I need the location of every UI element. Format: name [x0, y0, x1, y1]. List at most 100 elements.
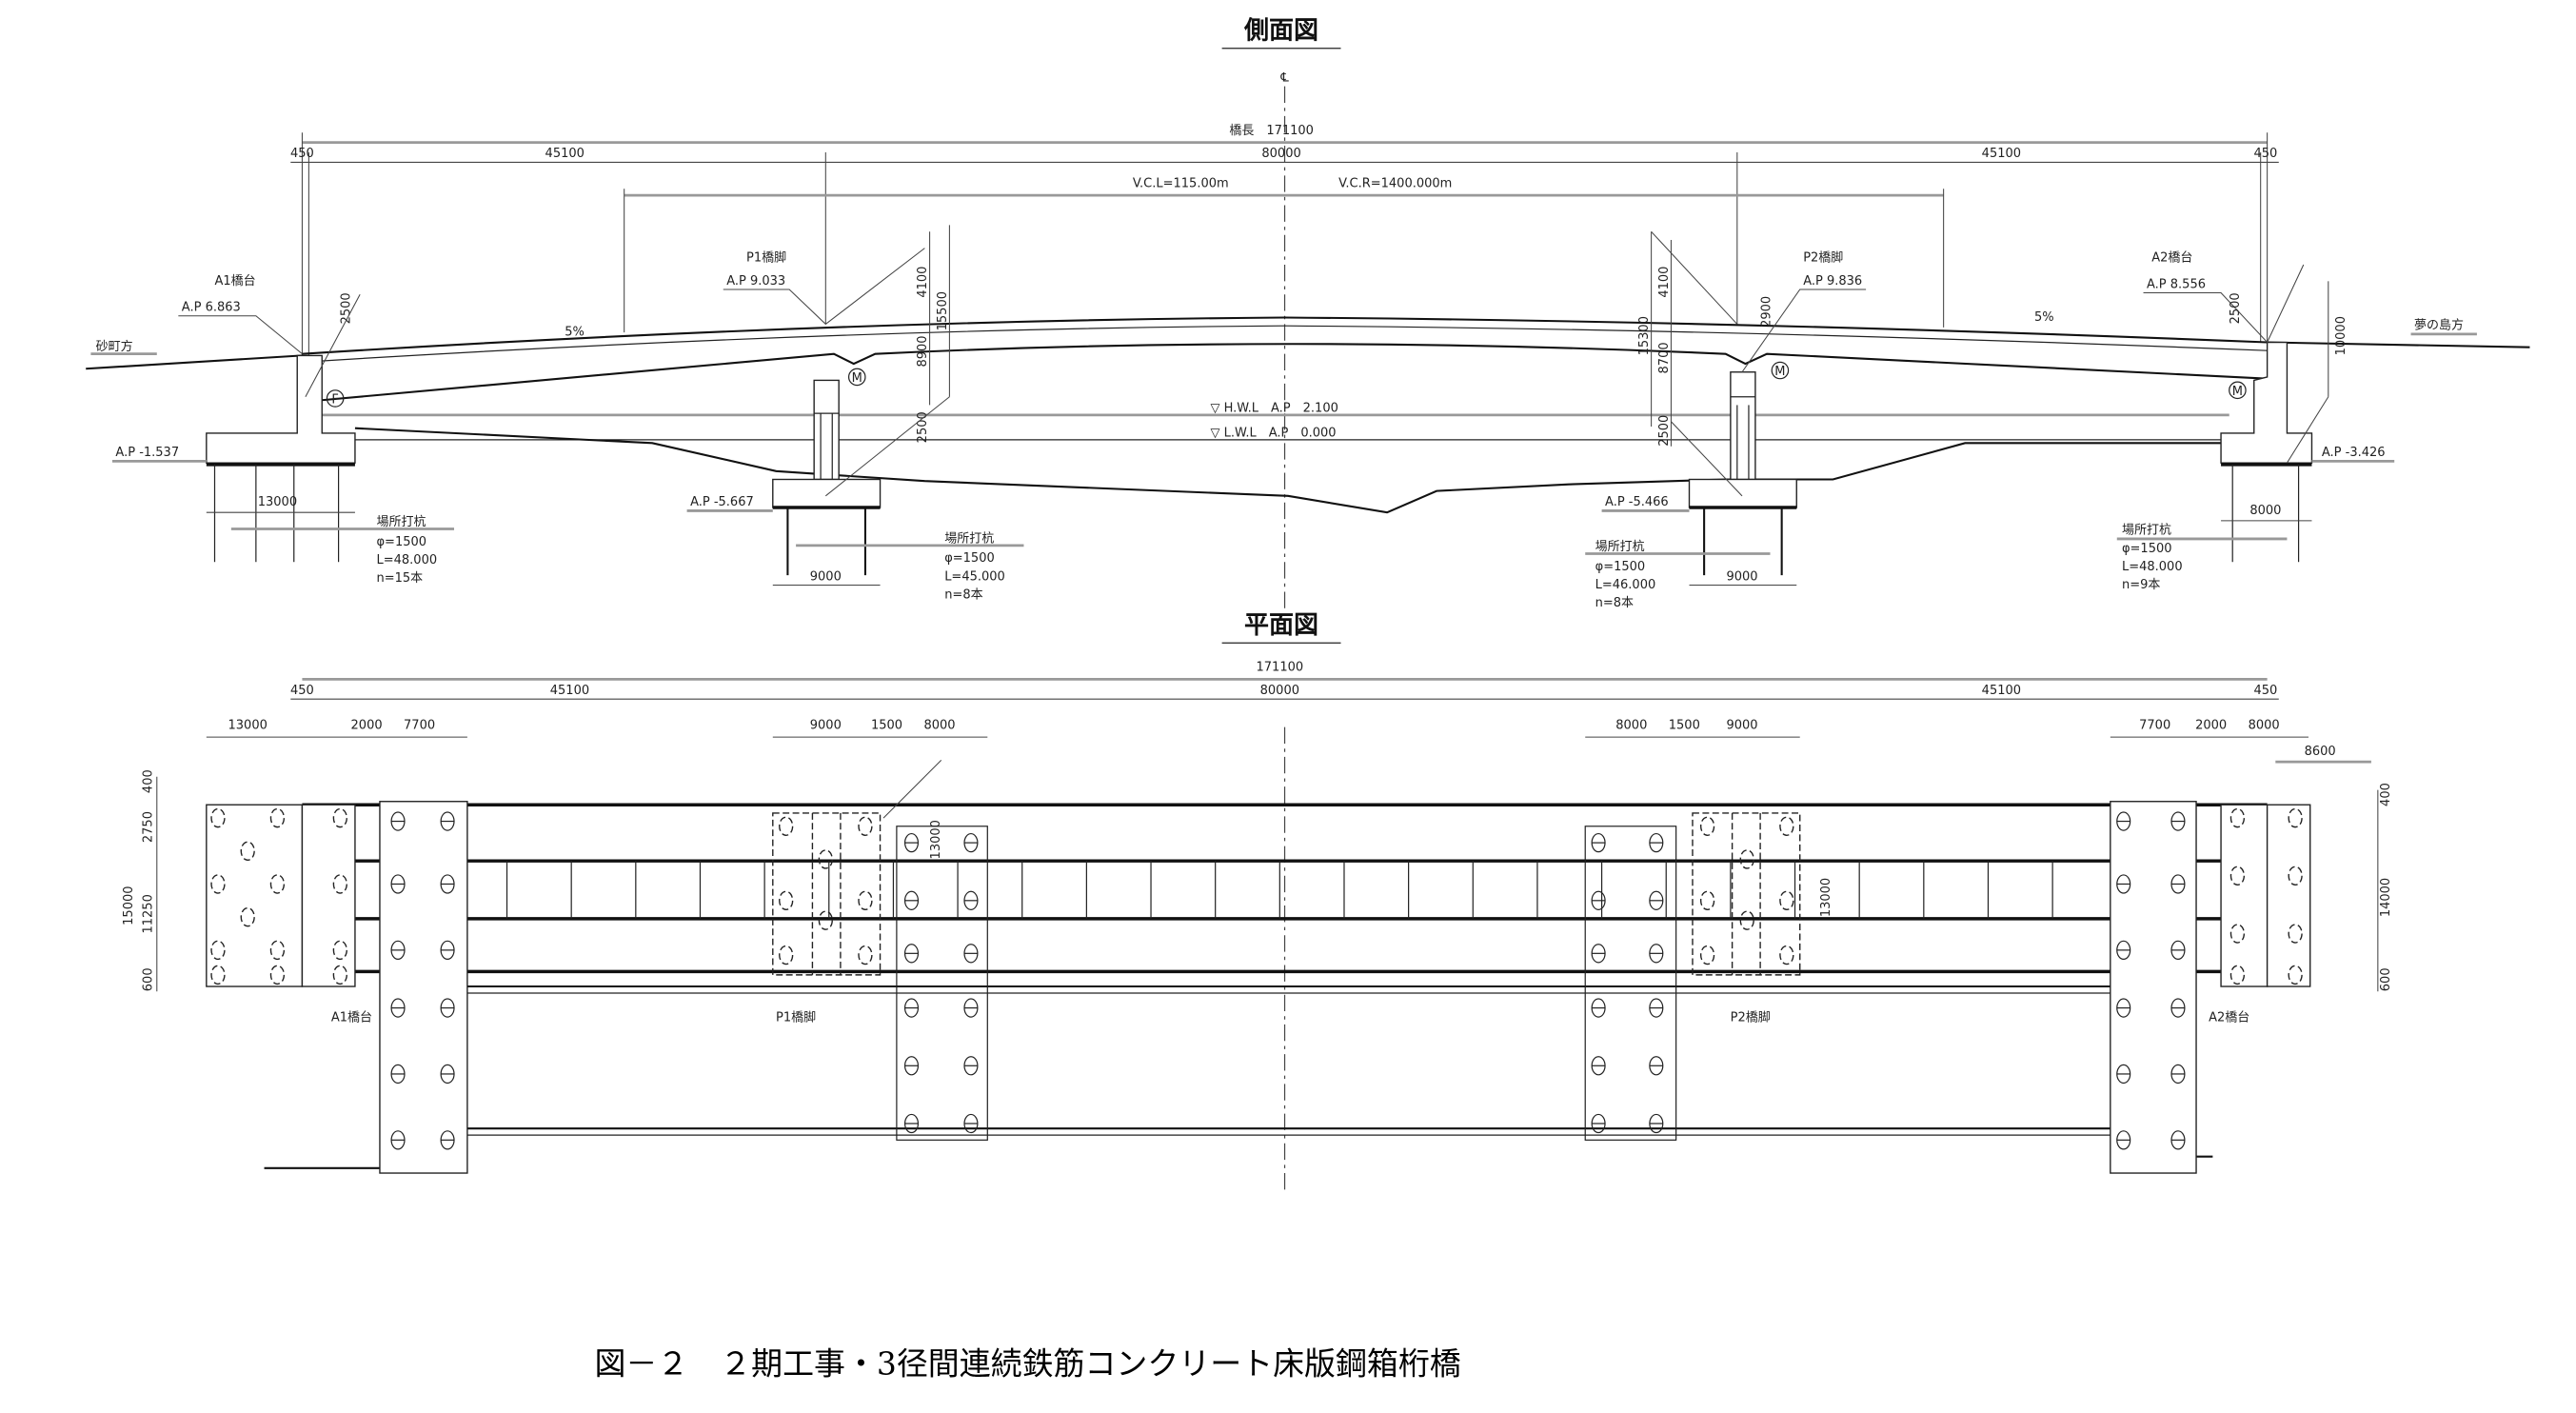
a2-abutment-plan [2266, 804, 2311, 987]
bolt-hole-icon [269, 940, 286, 961]
leader-line [2287, 396, 2329, 464]
a2-pile-length: L=48.000 [2122, 560, 2183, 574]
bolt-hole-icon [1699, 945, 1715, 965]
a1-plan-label: A1橋台 [331, 1010, 372, 1025]
p1-footing-plan [772, 812, 882, 976]
a2-dim: 2000 [2195, 718, 2227, 732]
bearing-movable-p1: M [847, 368, 866, 387]
span-label: 450 [2253, 147, 2277, 161]
a2-dim: 7700 [2139, 718, 2170, 732]
p2-pile-type: 場所打杭 [1595, 540, 1645, 554]
vc-length-label: V.C.L=115.00m [1133, 176, 1229, 190]
leader-line [305, 293, 361, 398]
p2-pile-count: n=8本 [1595, 596, 1634, 610]
bolt-hole-icon [2229, 807, 2246, 828]
p1-pier-width: 13000 [929, 820, 943, 859]
figure-caption: 図－２ ２期工事・3径間連続鉄筋コンクリート床版鋼箱桁橋 [594, 1345, 1460, 1383]
side-view-title: 側面図 [1243, 16, 1318, 45]
a2-footing-width: 8000 [2249, 504, 2281, 518]
a2-plan-label: A2橋台 [2209, 1010, 2249, 1025]
p2-dim: 2900 [1760, 296, 1774, 328]
a1-footing-plan [379, 801, 468, 1174]
a1-pile-dia: φ=1500 [376, 535, 426, 549]
bolt-hole-icon [210, 807, 226, 828]
p1-ap-bottom: A.P -5.667 [690, 495, 754, 509]
p1-dim: 2500 [916, 411, 930, 443]
right-vdim: 400 [2379, 783, 2393, 806]
plan-span-label: 450 [290, 684, 314, 698]
grade-left: 5% [565, 326, 585, 340]
bolt-hole-icon [1779, 945, 1794, 965]
bolt-hole-icon [269, 874, 286, 894]
span-label: 45100 [1982, 147, 2021, 161]
right-vdim: 14000 [2379, 878, 2393, 917]
bolt-hole-icon [210, 874, 226, 894]
plan-view: 平面図 171100 450 45100 80000 45100 450 130… [122, 611, 2393, 1193]
p1-footing-width: 9000 [810, 569, 842, 584]
bolt-hole-icon [2288, 924, 2303, 944]
p1-pile-count: n=8本 [944, 587, 982, 602]
a1-footing-width: 13000 [258, 495, 297, 509]
bearing-movable-p2: M [1771, 361, 1790, 380]
p2-dim: 8700 [1657, 342, 1672, 373]
a2-pile-type: 場所打杭 [2122, 524, 2171, 538]
plan-span-label: 45100 [1982, 684, 2021, 698]
bolt-hole-icon [2288, 965, 2303, 985]
a2-right-dim: 10000 [2334, 316, 2348, 355]
bolt-holes [210, 807, 2303, 1150]
bolt-hole-icon [332, 965, 347, 985]
p2-name: P2橋脚 [1803, 250, 1843, 266]
bolt-hole-icon [779, 890, 794, 911]
a2-dim: 8000 [2249, 718, 2280, 732]
girder-bottom [322, 343, 2268, 402]
bolt-hole-icon [332, 874, 347, 894]
bolt-hole-icon [1779, 890, 1794, 911]
a2-footing-plan [2110, 801, 2197, 1174]
p2-dim: 8000 [1615, 718, 1647, 732]
leader-line [1651, 230, 1738, 325]
p1-plate-plan [896, 826, 988, 1141]
a2-ap-bottom: A.P -3.426 [2322, 446, 2386, 460]
grade-right: 5% [2034, 310, 2054, 325]
riverbed-line [354, 427, 2222, 514]
plan-span-label: 450 [2253, 684, 2277, 698]
p2-ap-bottom: A.P -5.466 [1605, 495, 1669, 509]
a1-dim: 2000 [351, 718, 383, 732]
a1-parapet-plan [301, 804, 356, 987]
left-vdim: 15000 [122, 886, 136, 925]
a1-pile-count: n=15本 [376, 571, 423, 586]
p2-footing-plan [1692, 812, 1801, 976]
approach-road-right [2267, 341, 2530, 348]
a1-abutment [206, 354, 356, 563]
p1-plan-label: P1橋脚 [776, 1009, 816, 1025]
right-vdim: 600 [2379, 967, 2393, 991]
box-girders [264, 803, 2268, 1169]
bolt-hole-icon [1739, 849, 1754, 869]
a1-name: A1橋台 [215, 274, 256, 289]
vc-radius-label: V.C.R=1400.000m [1338, 176, 1452, 190]
p2-ap-top: A.P 9.836 [1803, 274, 1862, 289]
total-length-label: 橋長 171100 [1229, 124, 1314, 138]
p1-pier [772, 379, 882, 587]
approach-road-left [86, 354, 303, 370]
p2-plate-plan [1584, 826, 1677, 1141]
p2-dim: 15300 [1637, 316, 1652, 355]
a1-dim: 13000 [228, 718, 268, 732]
lwl-label: ▽ L.W.L A.P 0.000 [1210, 426, 1336, 440]
a2-height-dim: 2500 [2229, 292, 2243, 324]
a2-name: A2橋台 [2151, 251, 2192, 266]
bolt-hole-icon [1739, 910, 1754, 930]
a1-height-dim: 2500 [340, 292, 354, 324]
bolt-hole-icon [210, 940, 226, 961]
leader-line [178, 315, 303, 355]
hwl-label: ▽ H.W.L A.P 2.100 [1210, 401, 1338, 415]
bolt-hole-icon [269, 965, 286, 985]
bolt-hole-icon [1699, 890, 1715, 911]
a1-ap-bottom: A.P -1.537 [115, 446, 179, 460]
direction-left: 砂町方 [96, 339, 133, 354]
direction-right: 夢の島方 [2414, 318, 2464, 333]
p2-dim: 1500 [1669, 718, 1700, 732]
leader-line [2143, 264, 2305, 344]
svg-text:M: M [1774, 365, 1785, 379]
